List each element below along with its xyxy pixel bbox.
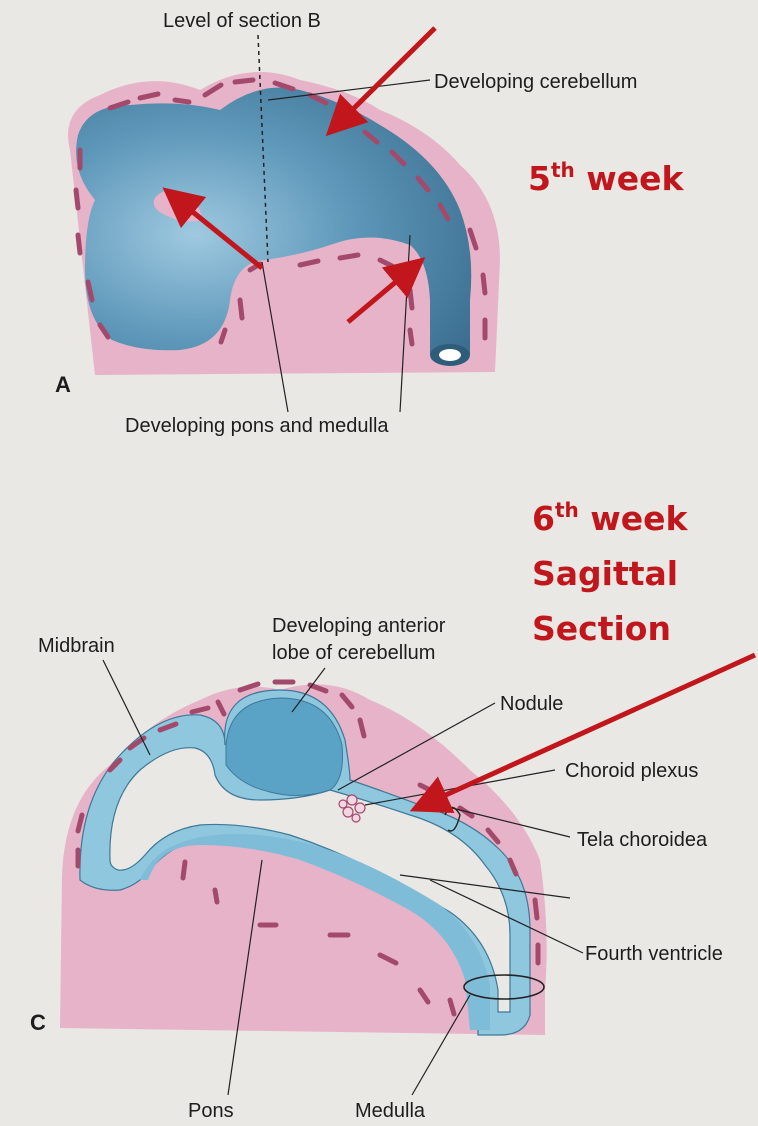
choroid-plexus-label: Choroid plexus (565, 760, 698, 782)
section-label: Section (532, 609, 671, 648)
tela-choroidea-label: Tela choroidea (577, 829, 708, 851)
nodule-label: Nodule (500, 693, 563, 715)
fourth-ventricle-label: Fourth ventricle (585, 943, 723, 965)
figure-c: Midbrain Developing anterior lobe of cer… (30, 498, 755, 1122)
week-6-label: 6th week (532, 498, 689, 538)
panel-letter-c: C (30, 1010, 46, 1035)
developing-cerebellum-label: Developing cerebellum (434, 71, 637, 93)
medulla-label: Medulla (355, 1100, 426, 1122)
panel-letter-a: A (55, 372, 71, 397)
pons-label: Pons (188, 1100, 234, 1122)
level-of-section-label: Level of section B (163, 10, 321, 32)
anterior-lobe-label-line2: lobe of cerebellum (272, 642, 435, 664)
sagittal-label: Sagittal (532, 554, 678, 593)
developing-pons-medulla-label: Developing pons and medulla (125, 415, 389, 437)
anterior-lobe-label-line1: Developing anterior (272, 615, 446, 637)
midbrain-label: Midbrain (38, 635, 115, 657)
figure-a-tube-lumen (439, 349, 461, 361)
week-5-label: 5th week (528, 158, 685, 198)
figure-a: Level of section B Developing cerebellum… (55, 10, 685, 437)
